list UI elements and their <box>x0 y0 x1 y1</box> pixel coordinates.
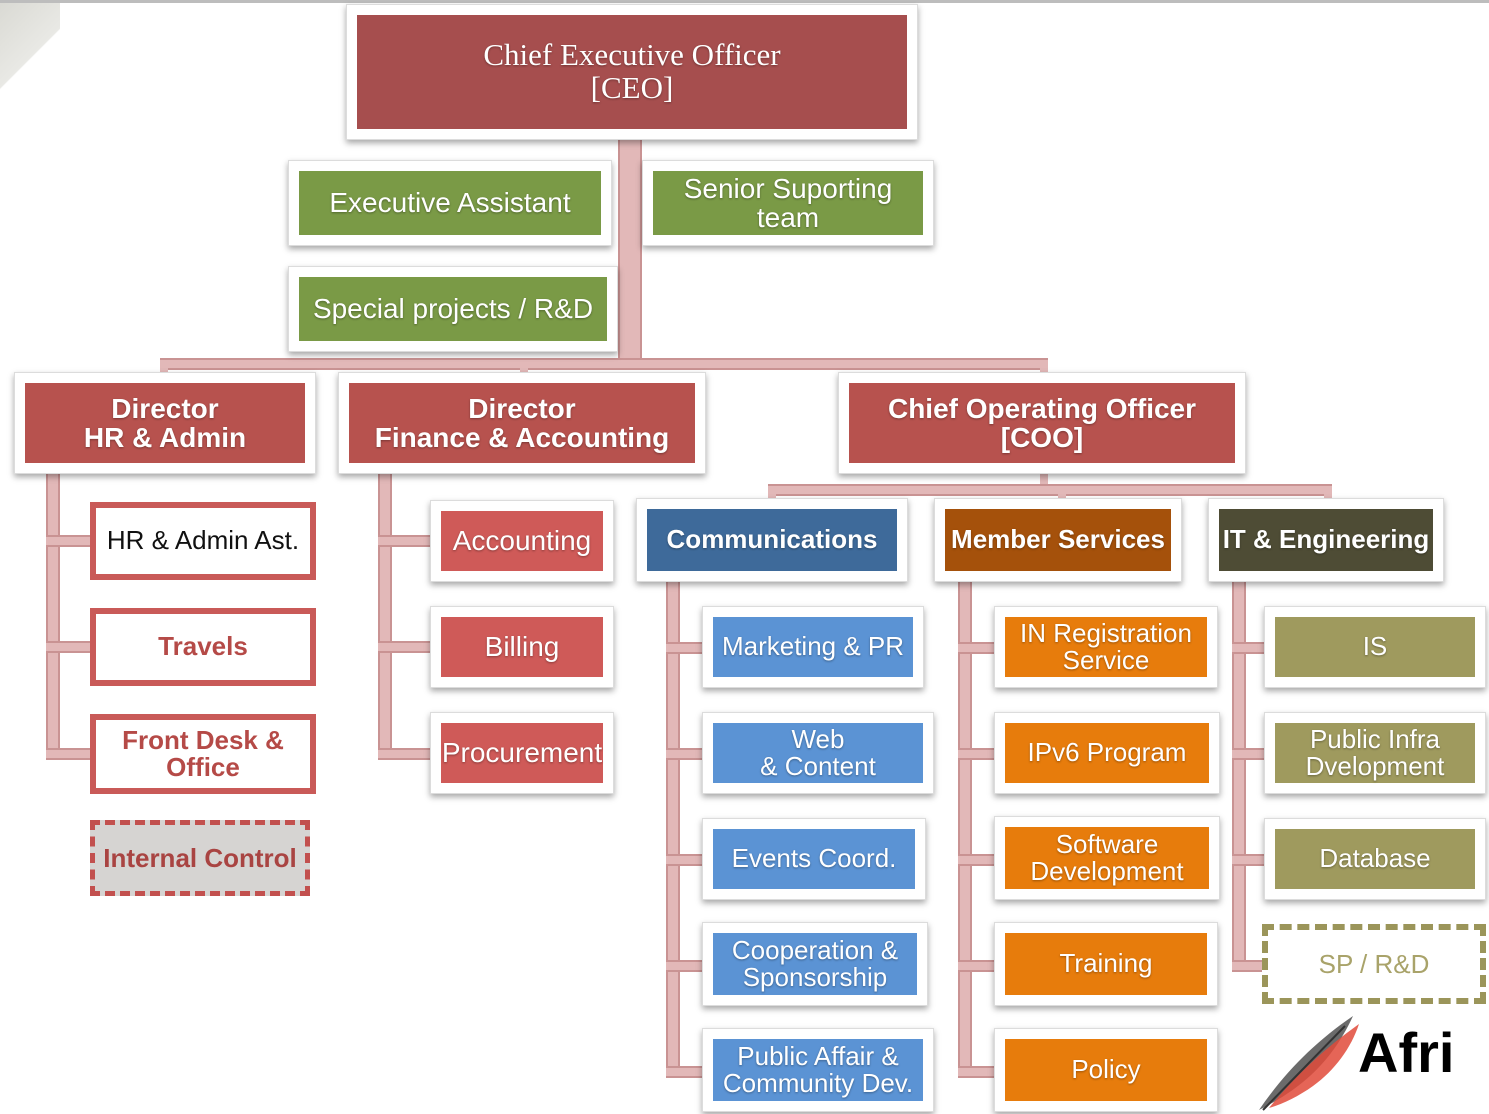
marketing-pr-label: Marketing & PR <box>713 617 913 677</box>
in-registration-label: IN Registration Service <box>1005 617 1207 677</box>
slide-corner-decoration <box>0 0 60 100</box>
connector-coo-stem <box>1040 472 1048 490</box>
director-hr-admin-box: Director HR & Admin <box>14 372 316 474</box>
public-infra-label: Public Infra Dvelopment <box>1275 723 1475 783</box>
ipv6-program-label: IPv6 Program <box>1005 723 1209 783</box>
connector-member-services-branch-4 <box>958 960 998 972</box>
is-label: IS <box>1275 617 1475 677</box>
cooperation-sponsorship-label: Cooperation & Sponsorship <box>713 933 917 995</box>
connector-member-services-branch-5 <box>958 1066 998 1078</box>
events-coord-box: Events Coord. <box>702 818 926 900</box>
feather-logo-icon <box>1259 1016 1359 1111</box>
connector-finance-branch-1 <box>378 535 434 547</box>
logo-text: Afri <box>1358 1021 1455 1084</box>
connector-hr-branch-1 <box>46 535 92 547</box>
training-label: Training <box>1005 933 1207 995</box>
connector-communications-branch-5 <box>666 1066 706 1078</box>
connector-level2-bar <box>160 358 1048 370</box>
connector-communications-branch-2 <box>666 748 706 760</box>
public-affair-box: Public Affair & Community Dev. <box>702 1028 934 1112</box>
connector-it-branch-3 <box>1232 854 1268 866</box>
it-engineering-label: IT & Engineering <box>1219 509 1433 571</box>
connector-finance-branch-2 <box>378 641 434 653</box>
policy-label: Policy <box>1005 1039 1207 1101</box>
database-label: Database <box>1275 829 1475 889</box>
director-finance-label: Director Finance & Accounting <box>349 383 695 463</box>
connector-communications-trunk <box>666 580 680 1074</box>
connector-finance-drop <box>520 360 528 382</box>
software-development-box: Software Development <box>994 816 1220 900</box>
slide-top-border <box>0 0 1489 3</box>
ceo-label: Chief Executive Officer [CEO] <box>357 15 907 129</box>
connector-hr-trunk <box>46 474 60 758</box>
billing-label: Billing <box>441 617 603 677</box>
travels-box: Travels <box>90 608 316 686</box>
connector-member-services-branch-1 <box>958 642 998 654</box>
member-services-box: Member Services <box>934 498 1182 582</box>
procurement-label: Procurement <box>441 723 603 783</box>
connector-it-branch-1 <box>1232 642 1268 654</box>
connector-finance-branch-3 <box>378 748 434 760</box>
senior-supporting-team-label: Senior Suporting team <box>653 171 923 235</box>
connector-coo-drop <box>1040 360 1048 382</box>
special-projects-box: Special projects / R&D <box>288 266 618 352</box>
it-engineering-box: IT & Engineering <box>1208 498 1444 582</box>
director-hr-admin-label: Director HR & Admin <box>25 383 305 463</box>
accounting-box: Accounting <box>430 500 614 582</box>
connector-hr-branch-2 <box>46 641 92 653</box>
events-coord-label: Events Coord. <box>713 829 915 889</box>
communications-box: Communications <box>636 498 908 582</box>
ipv6-program-box: IPv6 Program <box>994 712 1220 794</box>
public-infra-box: Public Infra Dvelopment <box>1264 712 1486 794</box>
connector-communications-branch-3 <box>666 854 706 866</box>
connector-member-services-trunk <box>958 580 972 1074</box>
connector-hr-branch-3 <box>46 748 92 760</box>
connector-it-branch-4 <box>1232 960 1268 972</box>
policy-box: Policy <box>994 1028 1218 1112</box>
member-services-label: Member Services <box>945 509 1171 571</box>
executive-assistant-box: Executive Assistant <box>288 160 612 246</box>
billing-box: Billing <box>430 606 614 688</box>
connector-member-services-branch-3 <box>958 854 998 866</box>
connector-it-trunk <box>1232 580 1246 972</box>
director-finance-box: Director Finance & Accounting <box>338 372 706 474</box>
web-content-box: Web & Content <box>702 712 934 794</box>
database-box: Database <box>1264 818 1486 900</box>
public-affair-label: Public Affair & Community Dev. <box>713 1039 923 1101</box>
hr-admin-assistant-box: HR & Admin Ast. <box>90 502 316 580</box>
connector-hr-drop <box>160 360 168 382</box>
accounting-label: Accounting <box>441 511 603 571</box>
connector-it-branch-2 <box>1232 748 1268 760</box>
connector-communications-branch-1 <box>666 642 706 654</box>
is-box: IS <box>1264 606 1486 688</box>
executive-assistant-label: Executive Assistant <box>299 171 601 235</box>
in-registration-box: IN Registration Service <box>994 606 1218 688</box>
special-projects-label: Special projects / R&D <box>299 277 607 341</box>
connector-ceo-trunk <box>618 140 642 368</box>
marketing-pr-box: Marketing & PR <box>702 606 924 688</box>
connector-member-services-branch-2 <box>958 748 998 760</box>
training-box: Training <box>994 922 1218 1006</box>
web-content-label: Web & Content <box>713 723 923 783</box>
connector-communications-branch-4 <box>666 960 706 972</box>
coo-label: Chief Operating Officer [COO] <box>849 383 1235 463</box>
ceo-box: Chief Executive Officer [CEO] <box>346 4 918 140</box>
software-development-label: Software Development <box>1005 827 1209 889</box>
communications-label: Communications <box>647 509 897 571</box>
coo-box: Chief Operating Officer [COO] <box>838 372 1246 474</box>
connector-finance-trunk <box>378 474 392 758</box>
front-desk-office-box: Front Desk & Office <box>90 714 316 794</box>
cooperation-sponsorship-box: Cooperation & Sponsorship <box>702 922 928 1006</box>
senior-supporting-team-box: Senior Suporting team <box>642 160 934 246</box>
connector-coo-bar <box>768 484 1332 496</box>
internal-control-box: Internal Control <box>90 820 310 896</box>
procurement-box: Procurement <box>430 712 614 794</box>
sp-rd-box: SP / R&D <box>1262 924 1486 1004</box>
